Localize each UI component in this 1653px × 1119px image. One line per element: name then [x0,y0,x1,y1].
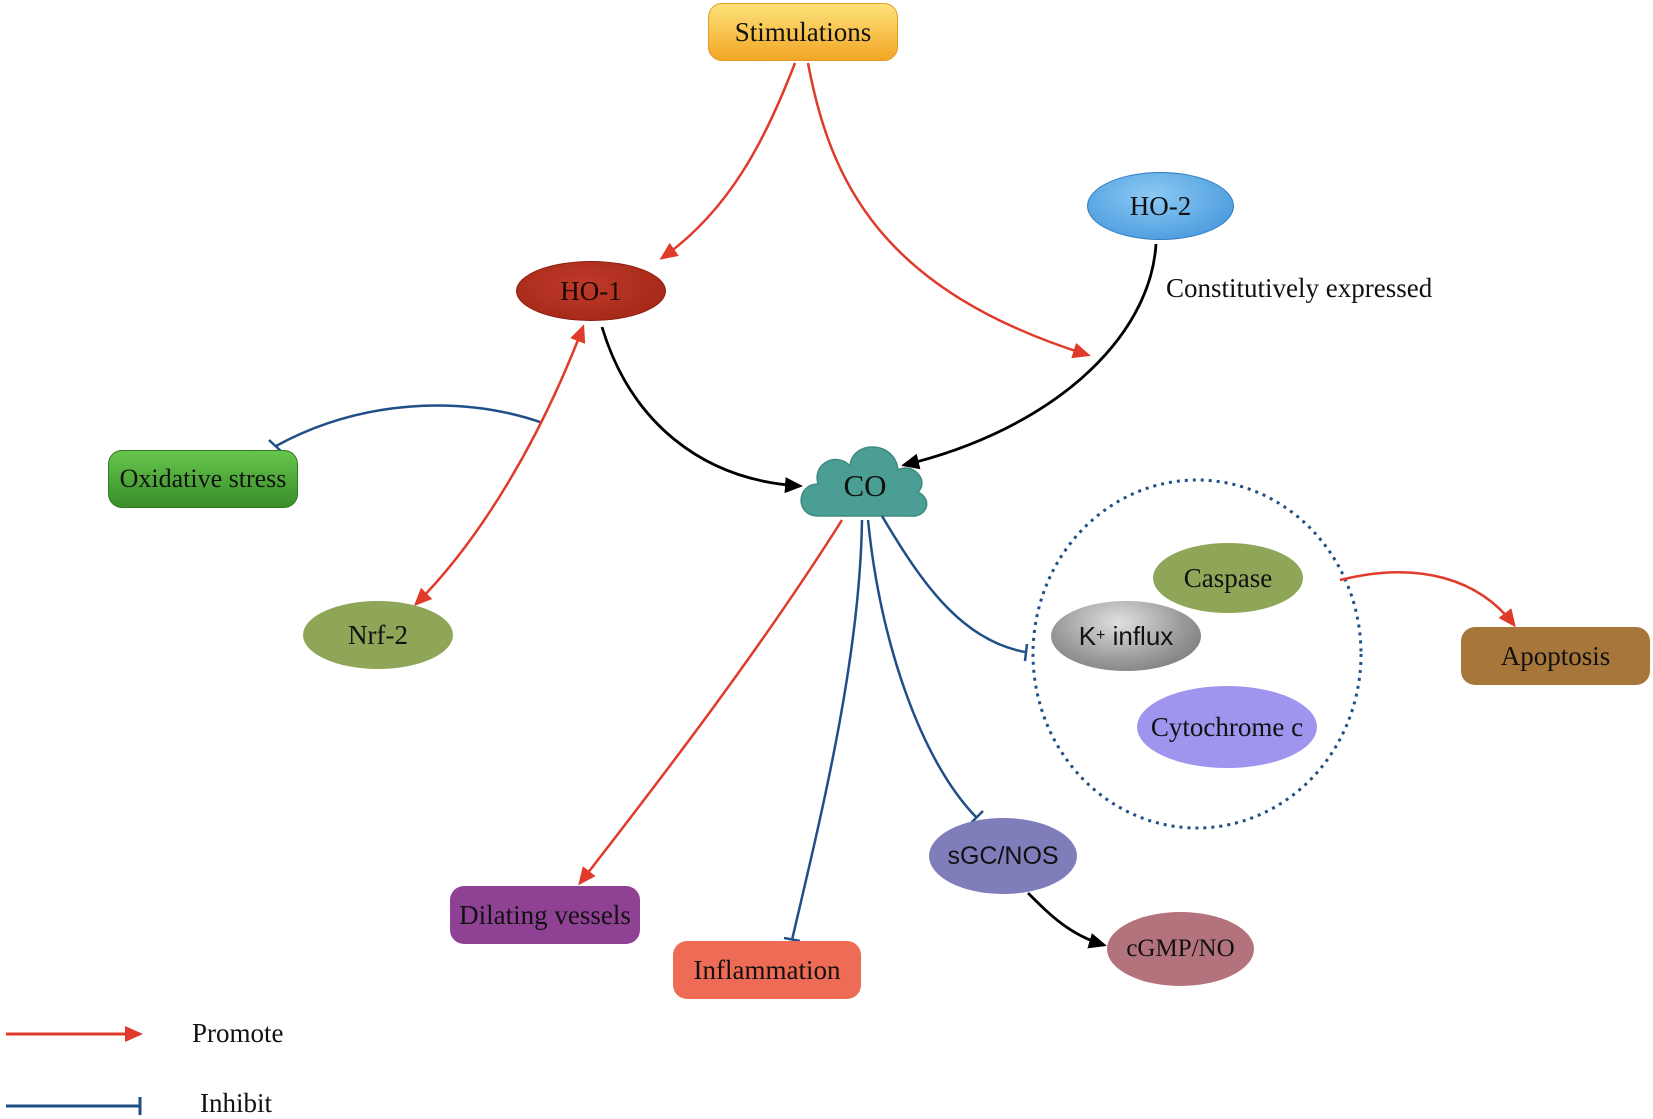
edge-inhibit-oxidative [275,404,541,448]
apoptosis-factors-group [1031,478,1363,830]
edge-ho1-nrf2 [413,324,586,607]
k-influx-sup: + [1096,627,1106,644]
cgmp-no-node: cGMP/NO [1107,912,1254,986]
k-influx-suffix: influx [1105,620,1174,651]
cytochrome-node: Cytochrome c [1137,686,1317,768]
edge-co-group [880,515,1026,654]
edge-stimulations-co [806,62,1091,359]
edge-co-inflammation [790,519,864,941]
edge-group-apoptosis [1339,570,1516,628]
co-label: CO [843,468,887,503]
ho1-node: HO-1 [516,261,666,321]
oxidative-stress-node: Oxidative stress [108,450,298,508]
caspase-node: Caspase [1153,543,1303,613]
inhibit-bar-group [1023,643,1029,662]
ho2-node: HO-2 [1087,172,1234,240]
nrf2-node: Nrf-2 [303,601,453,669]
legend-promote-label: Promote [192,1018,284,1048]
edge-stimulations-ho1 [659,62,797,260]
edge-ho1-co [600,326,803,494]
inhibit-bar-inflammation [783,936,801,943]
edge-co-dilating [578,519,844,886]
k-influx-node: K+ influx [1051,601,1201,671]
edge-sgc-cgmp [1027,892,1107,949]
sgc-nos-node: sGC/NOS [929,818,1077,894]
edge-ho2-co [901,243,1158,470]
edge-co-sgc [866,519,978,819]
apoptosis-node: Apoptosis [1461,627,1650,685]
k-influx-prefix: K [1078,620,1097,651]
dilating-vessels-node: Dilating vessels [450,886,640,944]
constitutively-expressed-label: Constitutively expressed [1166,273,1433,303]
co-cloud [800,446,928,517]
inflammation-node: Inflammation [673,941,861,999]
stimulations-node: Stimulations [708,3,898,61]
legend-inhibit-label: Inhibit [200,1088,272,1118]
